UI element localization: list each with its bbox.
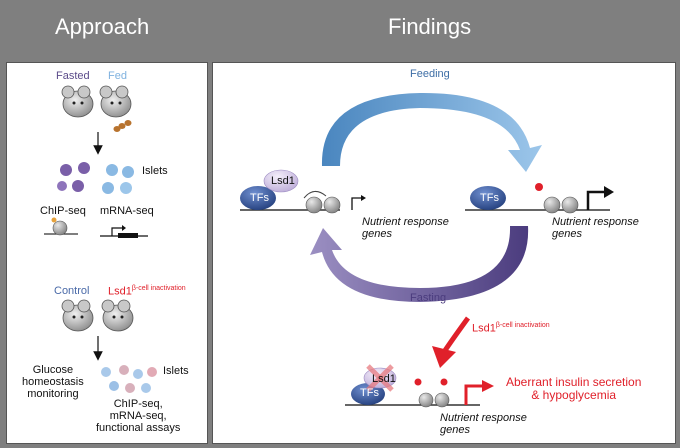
- chip-nucleosome-icon: [44, 217, 78, 236]
- islets-bottom-label: Islets: [163, 365, 189, 377]
- chip-seq-label: ChIP-seq: [40, 205, 86, 217]
- lsd1-label: Lsd1: [271, 175, 295, 187]
- mrna-seq-label: mRNA-seq: [100, 205, 154, 217]
- lsd1-ko-sup: β-cell inactivation: [131, 285, 186, 292]
- nutrient-bottom-line-2: genes: [440, 424, 470, 436]
- nutrient-right-line-2: genes: [552, 228, 582, 240]
- fasted-mouse-icon: [61, 85, 94, 118]
- assays-label: ChIP-seq, mRNA-seq, functional assays: [96, 398, 180, 434]
- nutrient-bottom-line-1: Nutrient response: [440, 412, 527, 424]
- nutrient-right-label: Nutrient response genes: [552, 216, 639, 240]
- islets-bottom-icon: [101, 365, 157, 393]
- aberrant-line-2: & hypoglycemia: [531, 388, 617, 402]
- findings-header: Findings: [388, 14, 472, 39]
- lsd1-left-icon: [263, 169, 299, 193]
- fasting-arrow: [310, 226, 529, 302]
- nutrient-right-line-1: Nutrient response: [552, 216, 639, 228]
- glucose-line-1: Glucose: [32, 364, 74, 376]
- inactivation-main: Lsd1: [472, 322, 496, 335]
- feeding-arrow: [321, 92, 542, 172]
- promoter-arrow-bottom-icon: [464, 380, 494, 405]
- glucose-label: Glucose homeostasis monitoring: [22, 364, 84, 400]
- nucleosomes-bottom-icon: [414, 378, 450, 408]
- approach-panel: [6, 62, 208, 444]
- nutrient-left-line-1: Nutrient response: [362, 216, 449, 228]
- nutrient-bottom-label: Nutrient response genes: [440, 412, 527, 436]
- inactivation-label: Lsd1β-cell inactivation: [472, 322, 550, 335]
- inactivation-arrow: [441, 316, 471, 354]
- aberrant-label: Aberrant insulin secretion & hypoglycemi…: [506, 376, 641, 402]
- nucleosomes-right-icon: [535, 183, 579, 214]
- tfs-left-icon: [240, 186, 276, 210]
- fed-label: Fed: [108, 70, 127, 82]
- feeding-label: Feeding: [410, 68, 450, 80]
- inactivation-arrowhead: [432, 346, 456, 368]
- assays-line-2: mRNA-seq,: [109, 410, 167, 422]
- assays-line-3: functional assays: [96, 422, 181, 434]
- approach-header: Approach: [55, 14, 150, 39]
- control-label: Control: [54, 285, 90, 297]
- promoter-arrow-right-icon: [586, 186, 614, 210]
- fasting-label: Fasting: [410, 292, 447, 304]
- tfs-right-label: TFs: [480, 192, 499, 204]
- tfs-right-icon: [470, 186, 506, 210]
- promoter-arrow-left-icon: [351, 195, 366, 210]
- islets-top-icon: [57, 162, 134, 194]
- glucose-line-3: monitoring: [27, 388, 79, 400]
- lsd1-ko-mouse-icon: [101, 299, 134, 332]
- lsd1-bottom-label: Lsd1: [372, 373, 396, 385]
- nutrient-left-label: Nutrient response genes: [362, 216, 449, 240]
- aberrant-line-1: Aberrant insulin secretion: [506, 375, 642, 389]
- islets-top-label: Islets: [142, 165, 168, 177]
- assays-line-1: ChIP-seq,: [113, 398, 163, 410]
- nucleosomes-left-icon: [303, 191, 341, 214]
- lsd1-ko-label: Lsd1β-cell inactivation: [108, 285, 186, 298]
- inactivation-sup: β-cell inactivation: [495, 322, 550, 329]
- lsd1-cross-icon: [366, 364, 394, 392]
- gene-track-icon: [100, 225, 148, 238]
- nutrient-left-line-2: genes: [362, 228, 392, 240]
- glucose-line-2: homeostasis: [22, 376, 84, 388]
- lsd1-ko-main: Lsd1: [108, 285, 132, 298]
- fed-mouse-icon: [99, 85, 132, 132]
- tfs-bottom-icon: [351, 383, 385, 405]
- fasted-label: Fasted: [56, 70, 90, 82]
- tfs-bottom-label: TFs: [360, 387, 379, 399]
- tfs-left-label: TFs: [250, 192, 269, 204]
- control-mouse-icon: [61, 299, 94, 332]
